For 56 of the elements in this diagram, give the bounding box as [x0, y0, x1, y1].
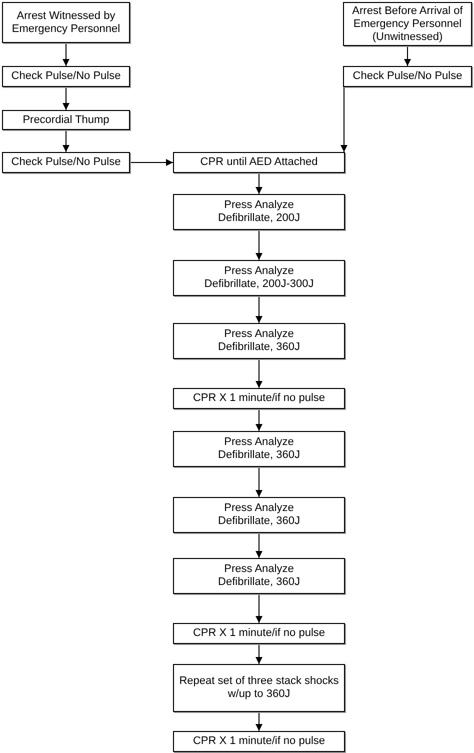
arrow	[256, 712, 262, 732]
arrow	[62, 42, 70, 66]
box-label: Defibrillate, 360J	[218, 341, 300, 354]
box-label: Defibrillate, 200J	[218, 212, 300, 225]
box-label: Defibrillate, 360J	[218, 576, 300, 589]
box-label: Repeat set of three stack shocks w/up to 360J	[178, 675, 340, 701]
process-box	[2, 2, 130, 43]
process-box	[173, 558, 345, 594]
process-box	[173, 260, 345, 296]
arrow	[256, 230, 262, 260]
process-box	[173, 664, 345, 712]
box-label: CPR until AED Attached	[200, 156, 318, 169]
box-label: Press Analyze	[224, 265, 294, 278]
arrow	[340, 86, 348, 152]
arrow	[130, 159, 174, 166]
box-label: Press Analyze	[224, 502, 294, 515]
arrow	[256, 358, 262, 388]
process-box	[2, 110, 130, 130]
process-box	[173, 623, 345, 644]
box-label: CPR X 1 minute/if no pulse	[192, 735, 326, 748]
arrow	[256, 408, 262, 432]
process-box	[173, 731, 345, 752]
arrow	[256, 172, 262, 194]
process-box	[2, 152, 130, 173]
process-box	[343, 66, 472, 87]
box-label: Arrest Witnessed by Emergency Personnel	[10, 10, 122, 36]
box-label: Defibrillate, 200J-300J	[204, 278, 314, 291]
process-box	[343, 2, 472, 46]
process-box	[173, 323, 345, 359]
arrow	[256, 644, 262, 664]
process-box	[173, 431, 345, 467]
process-box	[173, 388, 345, 409]
box-label: Precordial Thump	[22, 114, 110, 126]
process-box	[173, 497, 345, 533]
process-box	[2, 66, 130, 87]
box-label: Arrest Before Arrival of Emergency Personnel (Unwitnessed)	[351, 4, 464, 44]
box-label: Press Analyze	[224, 328, 294, 341]
box-label: Check Pulse/No Pulse	[11, 156, 121, 169]
process-box	[173, 194, 345, 230]
arrow	[256, 594, 262, 624]
arrow	[256, 296, 262, 324]
box-label: CPR X 1 minute/if no pulse	[192, 627, 326, 640]
arrow	[404, 46, 411, 66]
box-label: Press Analyze	[224, 563, 294, 576]
box-label: Check Pulse/No Pulse	[352, 70, 462, 83]
arrow	[62, 86, 70, 110]
box-label: Defibrillate, 360J	[218, 515, 300, 528]
box-label: Defibrillate, 360J	[218, 449, 300, 462]
box-label: Press Analyze	[224, 436, 294, 449]
box-label: Check Pulse/No Pulse	[11, 70, 121, 83]
arrow	[256, 466, 262, 498]
process-box	[173, 152, 345, 173]
arrow	[256, 532, 262, 558]
arrow	[62, 130, 70, 152]
box-label: Press Analyze	[224, 199, 294, 212]
box-label: CPR X 1 minute/if no pulse	[192, 392, 326, 405]
